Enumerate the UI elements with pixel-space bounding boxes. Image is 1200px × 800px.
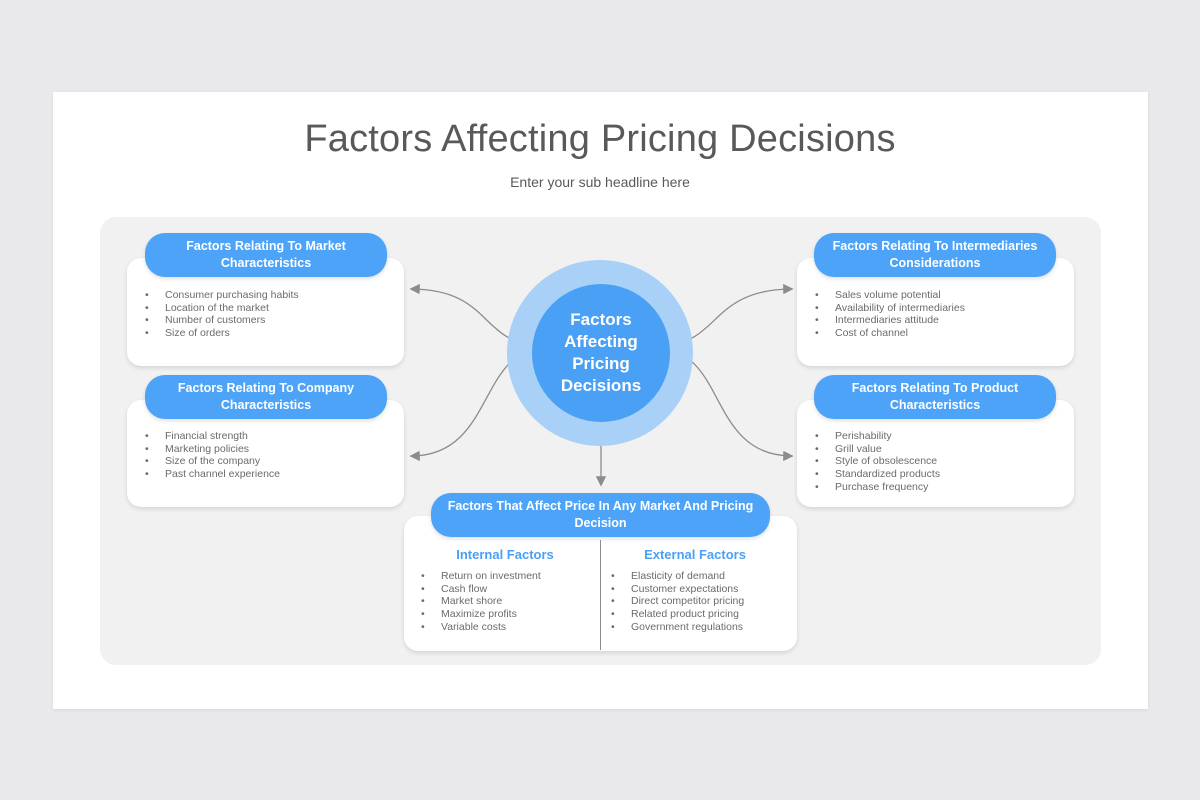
list-item: Financial strength (145, 430, 280, 443)
product-heading: Factors Relating To Product Characterist… (814, 375, 1056, 419)
intermediaries-heading-text: Factors Relating To Intermediaries Consi… (832, 239, 1038, 270)
company-heading-text: Factors Relating To Company Characterist… (177, 381, 355, 412)
column-divider (600, 540, 601, 650)
company-heading: Factors Relating To Company Characterist… (145, 375, 387, 419)
market-heading-text: Factors Relating To Market Characteristi… (186, 239, 346, 270)
list-item: Market shore (421, 595, 541, 608)
list-item: Location of the market (145, 302, 299, 315)
list-item: Perishability (815, 430, 940, 443)
list-item: Direct competitor pricing (611, 595, 744, 608)
list-item: Intermediaries attitude (815, 314, 965, 327)
product-heading-text: Factors Relating To Product Characterist… (851, 381, 1019, 412)
list-item: Variable costs (421, 621, 541, 634)
intermediaries-heading: Factors Relating To Intermediaries Consi… (814, 233, 1056, 277)
product-list: Perishability Grill value Style of obsol… (815, 430, 940, 494)
list-item: Return on investment (421, 570, 541, 583)
list-item: Past channel experience (145, 468, 280, 481)
page-subtitle: Enter your sub headline here (510, 174, 690, 190)
intermediaries-list: Sales volume potential Availability of i… (815, 289, 965, 340)
company-list: Financial strength Marketing policies Si… (145, 430, 280, 481)
list-item: Grill value (815, 443, 940, 456)
list-item: Cash flow (421, 583, 541, 596)
list-item: Customer expectations (611, 583, 744, 596)
center-node: Factors Affecting Pricing Decisions (532, 284, 670, 422)
internal-factors-list: Return on investment Cash flow Market sh… (421, 570, 541, 634)
page-title: Factors Affecting Pricing Decisions (304, 118, 896, 160)
list-item: Purchase frequency (815, 481, 940, 494)
market-price-heading-text: Factors That Affect Price In Any Market … (447, 499, 754, 530)
list-item: Related product pricing (611, 608, 744, 621)
center-label: Factors Affecting Pricing Decisions (560, 310, 642, 395)
list-item: Size of the company (145, 455, 280, 468)
list-item: Size of orders (145, 327, 299, 340)
internal-factors-heading: Internal Factors (456, 547, 554, 562)
list-item: Availability of intermediaries (815, 302, 965, 315)
list-item: Cost of channel (815, 327, 965, 340)
list-item: Standardized products (815, 468, 940, 481)
list-item: Style of obsolescence (815, 455, 940, 468)
external-factors-list: Elasticity of demand Customer expectatio… (611, 570, 744, 634)
external-factors-heading: External Factors (644, 547, 746, 562)
list-item: Consumer purchasing habits (145, 289, 299, 302)
list-item: Elasticity of demand (611, 570, 744, 583)
market-price-heading: Factors That Affect Price In Any Market … (431, 493, 770, 537)
list-item: Marketing policies (145, 443, 280, 456)
list-item: Government regulations (611, 621, 744, 634)
market-list: Consumer purchasing habits Location of t… (145, 289, 299, 340)
list-item: Maximize profits (421, 608, 541, 621)
list-item: Sales volume potential (815, 289, 965, 302)
market-heading: Factors Relating To Market Characteristi… (145, 233, 387, 277)
list-item: Number of customers (145, 314, 299, 327)
